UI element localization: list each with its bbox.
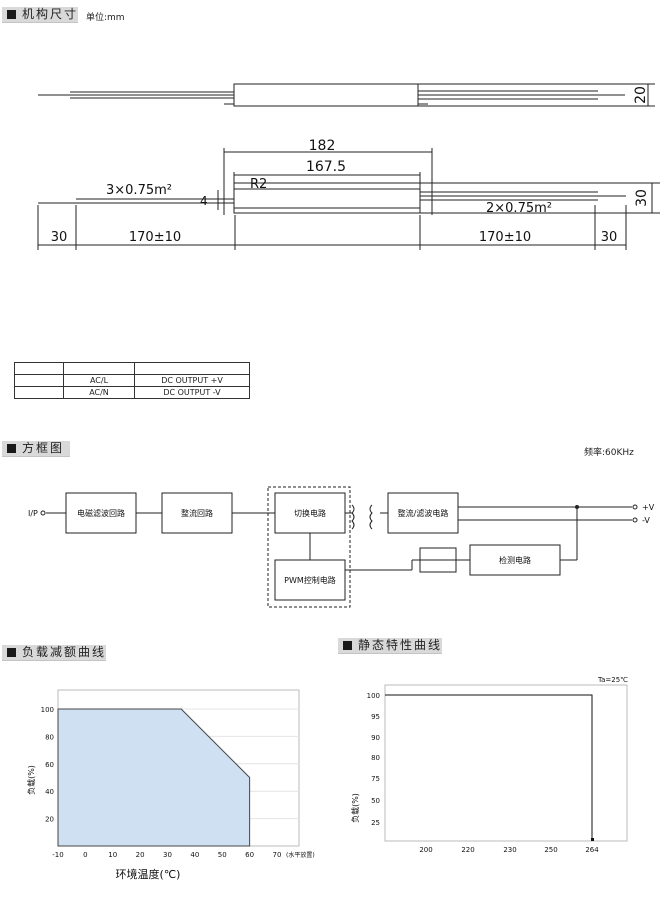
output-rectifier-label: 整流/滤波电路: [398, 508, 449, 518]
end-point-marker: [591, 838, 594, 841]
x-tick-label: 40: [190, 851, 199, 859]
section-header-block: 方框图: [2, 441, 70, 457]
chart-annotation: Ta=25℃: [597, 676, 628, 684]
pwm-label: PWM控制电路: [284, 575, 336, 585]
section-header-derating: 负载减额曲线: [2, 645, 106, 661]
dim-mount: 4: [200, 194, 208, 208]
x-tick-label: 30: [163, 851, 172, 859]
bullet-square-icon: [7, 648, 16, 657]
y-tick-label: 100: [41, 706, 54, 714]
x-axis-label: 环境温度(℃): [116, 867, 181, 881]
table-row: [14, 362, 250, 375]
x-tick-label: 0: [83, 851, 87, 859]
dim-overall: 182: [309, 138, 336, 154]
y-axis-label: 负载(%): [26, 765, 36, 795]
emi-filter-label: 电磁滤波回路: [77, 508, 125, 518]
section-title: 静态特性曲线: [358, 638, 443, 652]
section-title: 负载减额曲线: [22, 645, 107, 659]
x-tick-label: 220: [461, 846, 474, 854]
bullet-square-icon: [343, 641, 352, 650]
static-chart: 200 220 230 250 264 100 95 90 80 75 50 25 Ta=25℃ 负…: [350, 676, 628, 854]
y-tick-label: 95: [371, 713, 380, 721]
dim-strip-left: 30: [51, 230, 68, 245]
static-curve: [385, 694, 593, 841]
output-positive-label: +V: [642, 503, 655, 512]
y-tick-label: 60: [45, 761, 54, 769]
table-row: AC/N DC OUTPUT -V: [14, 386, 250, 399]
output-negative-label: -V: [642, 516, 650, 525]
y-tick-label: 50: [371, 797, 380, 805]
input-label: I/P: [28, 509, 38, 518]
plot-frame: [384, 684, 628, 842]
dim-body: 167.5: [306, 159, 346, 175]
dim-radius: R2: [250, 177, 267, 192]
dim-lead-left: 170±10: [129, 230, 181, 245]
dim-strip-right: 30: [601, 230, 618, 245]
y-tick-label: 40: [45, 788, 54, 796]
section-title: 方框图: [22, 441, 65, 455]
detect-label: 检测电路: [499, 555, 531, 565]
y-tick-label: 80: [45, 733, 54, 741]
switch-label: 切换电路: [294, 508, 326, 518]
derating-area: [57, 708, 251, 847]
x-tick-label: 230: [503, 846, 516, 854]
body-top-view: [233, 83, 419, 107]
bullet-square-icon: [7, 444, 16, 453]
x-tick-label: 10: [108, 851, 117, 859]
y-tick-label: 90: [371, 734, 380, 742]
y-axis-label: 负载(%): [350, 793, 360, 823]
mechanical-drawing: 20 182 167.5 R2 4 3×0.75m² 2×0.75m² 30 3…: [37, 83, 660, 250]
input-wire-spec: 3×0.75m²: [106, 183, 172, 198]
x-tick-label: 60: [245, 851, 254, 859]
y-tick-label: 75: [371, 775, 380, 783]
x-tick-label: 264: [585, 846, 599, 854]
x-tick-suffix: (水平放置): [286, 851, 315, 859]
pin-table: AC/L DC OUTPUT +V AC/N DC OUTPUT -V: [14, 362, 250, 399]
block-diagram: I/P 电磁滤波回路 整流回路 切换电路 PWM控制电路 整流/滤波电路 检测电…: [28, 486, 655, 608]
section-header-mech: 机构尺寸: [2, 7, 78, 23]
x-tick-label: -10: [52, 851, 63, 859]
derating-chart: -10 0 10 20 30 40 50 60 70 20 40 60 80 100 (水平放置) 环境…: [26, 689, 315, 881]
unit-label: 单位:mm: [86, 13, 125, 23]
x-tick-label: 250: [544, 846, 557, 854]
dim-height-top: 20: [633, 86, 649, 104]
frequency-label: 频率:60KHz: [584, 448, 634, 458]
section-title: 机构尺寸: [22, 7, 79, 21]
output-wire-spec: 2×0.75m²: [486, 201, 552, 216]
dim-height-side: 30: [634, 189, 650, 207]
bullet-square-icon: [7, 10, 16, 19]
y-tick-label: 80: [371, 754, 380, 762]
x-tick-label: 70: [273, 851, 282, 859]
table-row: AC/L DC OUTPUT +V: [14, 374, 250, 387]
rectifier-label: 整流回路: [181, 508, 213, 518]
y-tick-label: 100: [367, 692, 380, 700]
x-tick-label: 200: [419, 846, 432, 854]
y-tick-label: 20: [45, 816, 54, 824]
section-header-static: 静态特性曲线: [338, 638, 442, 654]
y-tick-label: 25: [371, 819, 380, 827]
x-tick-label: 50: [218, 851, 227, 859]
body-side-view: [233, 182, 421, 214]
dim-lead-right: 170±10: [479, 230, 531, 245]
x-tick-label: 20: [136, 851, 145, 859]
switch-group-frame: [267, 486, 351, 608]
